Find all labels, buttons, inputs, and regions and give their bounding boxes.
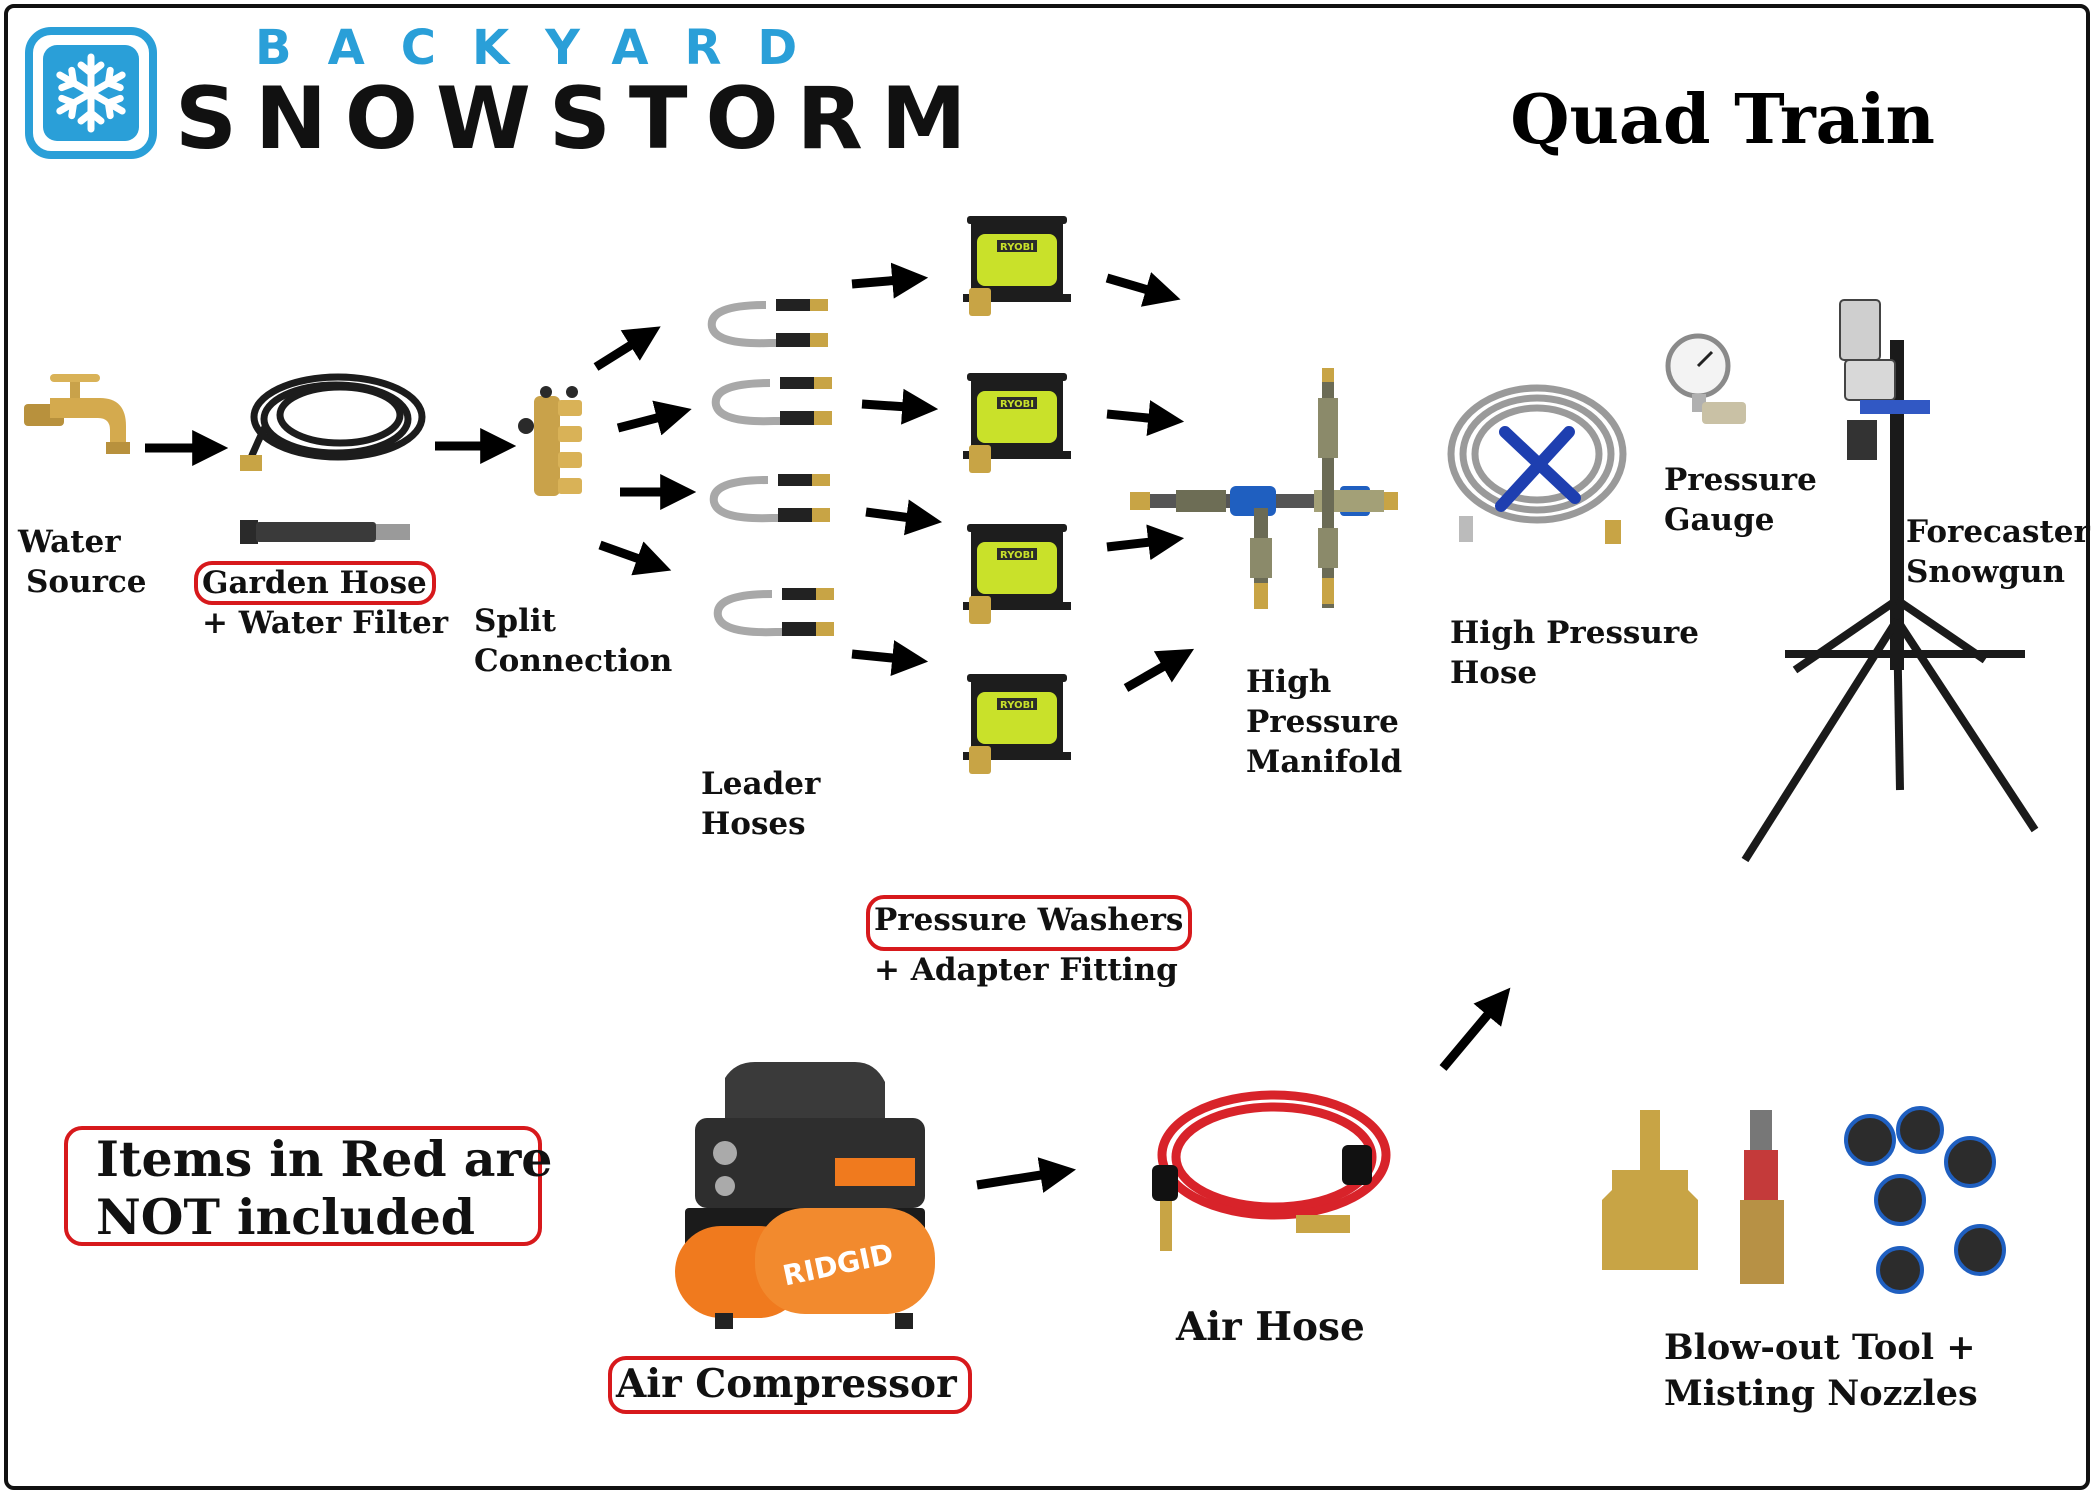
pressure-washer-icon: RYOBI bbox=[963, 373, 1071, 473]
svg-text:RYOBI: RYOBI bbox=[1000, 242, 1034, 253]
label-garden-hose: Garden Hose bbox=[202, 565, 427, 601]
leader-hose-icon bbox=[713, 588, 834, 637]
svg-text:RYOBI: RYOBI bbox=[1000, 550, 1034, 561]
garden-hose-icon bbox=[240, 373, 426, 471]
faucet-icon bbox=[24, 374, 130, 454]
diagram-title: Quad Train bbox=[1510, 80, 1935, 160]
leader-hose-icon bbox=[707, 299, 828, 348]
not-included-outline bbox=[866, 895, 1192, 951]
high-pressure-hose-icon bbox=[1447, 384, 1627, 544]
arrow bbox=[976, 1157, 1077, 1193]
arrow bbox=[593, 326, 661, 371]
pressure-washer-icon: RYOBI bbox=[963, 674, 1071, 774]
diagram-border bbox=[4, 4, 2090, 1490]
label-pressure-washers: Pressure Washers bbox=[874, 902, 1184, 938]
water-filter-icon bbox=[240, 520, 410, 544]
label-snowgun: Forecaster Snowgun bbox=[1906, 514, 2090, 590]
label-blowout-nozzles: Blow-out Tool + Misting Nozzles bbox=[1664, 1327, 1978, 1414]
svg-text:RYOBI: RYOBI bbox=[1000, 399, 1034, 410]
air-hose-icon bbox=[1152, 1090, 1391, 1251]
arrow bbox=[1439, 987, 1511, 1071]
splitter-icon bbox=[518, 386, 582, 496]
logo-bottom-text: SNOWSTORM bbox=[175, 69, 985, 169]
label-manifold: High Pressure Manifold bbox=[1246, 664, 1403, 780]
arrow bbox=[865, 499, 943, 536]
snowgun-tripod-icon bbox=[1741, 299, 2039, 863]
logo-top-text: BACKYARD bbox=[255, 20, 834, 76]
label-leader-hoses: Leader Hoses bbox=[701, 766, 821, 842]
manifold-icon bbox=[1130, 368, 1398, 609]
arrow bbox=[861, 388, 939, 425]
arrow bbox=[1105, 272, 1181, 307]
arrow bbox=[1106, 400, 1185, 436]
label-air-hose: Air Hose bbox=[1176, 1304, 1365, 1350]
blowout-nozzles-icon bbox=[1602, 1106, 2006, 1294]
arrow bbox=[851, 262, 929, 299]
not-included-note: Items in Red are NOT included bbox=[96, 1130, 553, 1246]
label-air-compressor: Air Compressor bbox=[616, 1361, 957, 1407]
leader-hose-icon bbox=[709, 474, 830, 523]
label-split-connection: Split Connection bbox=[474, 603, 673, 679]
label-adapter-fitting: + Adapter Fitting bbox=[874, 952, 1178, 988]
arrow bbox=[598, 540, 672, 576]
not-included-note-box bbox=[64, 1126, 542, 1246]
not-included-outline bbox=[194, 561, 436, 605]
pressure-washer-icon: RYOBI bbox=[963, 524, 1071, 624]
label-water-source: Water Source bbox=[18, 524, 147, 600]
label-high-pressure-hose: High Pressure Hose bbox=[1450, 615, 1699, 691]
pressure-washer-icon: RYOBI bbox=[963, 216, 1071, 316]
snowflake-icon bbox=[25, 27, 157, 159]
label-water-filter: + Water Filter bbox=[202, 605, 449, 641]
air-compressor-icon: RIDGID bbox=[675, 1062, 935, 1329]
arrow bbox=[1123, 648, 1195, 692]
svg-text:RYOBI: RYOBI bbox=[1000, 700, 1034, 711]
arrow bbox=[616, 400, 692, 436]
not-included-outline bbox=[608, 1356, 972, 1414]
arrow bbox=[1106, 524, 1185, 561]
label-pressure-gauge: Pressure Gauge bbox=[1664, 462, 1817, 538]
arrow bbox=[851, 640, 929, 676]
leader-hose-icon bbox=[711, 377, 832, 426]
pressure-gauge-icon bbox=[1665, 333, 1746, 424]
